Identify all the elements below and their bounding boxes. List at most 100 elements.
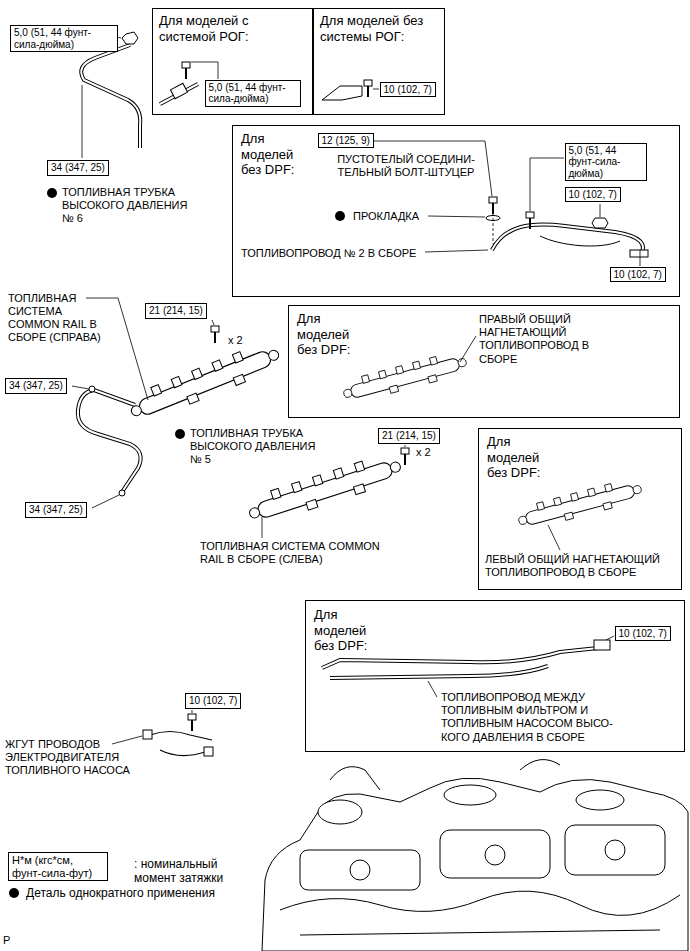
variant-panel: Для моделей без DPF:ЛЕВЫЙ ОБЩИЙ НАГНЕТАЮ… — [478, 428, 682, 590]
part-label: ТОПЛИВНАЯ ТРУБКА ВЫСОКОГО ДАВЛЕНИЯ № 5 — [190, 427, 320, 466]
legend-entry: Деталь однократного применения — [26, 886, 256, 900]
legend-entry: : номинальный момент затяжки — [134, 857, 252, 886]
drawing-part — [576, 790, 624, 810]
drawing-part — [170, 83, 187, 98]
drawing-part — [565, 825, 665, 875]
quantity-note: x 2 — [228, 334, 243, 347]
torque-box: 34 (347, 25) — [47, 160, 109, 176]
drawing-part — [330, 767, 380, 790]
torque-box: 10 (102, 7) — [610, 267, 666, 283]
drawing-part — [72, 386, 89, 389]
variant-panel: Для моделей без DPF:ТОПЛИВОПРОВОД МЕЖДУ … — [305, 600, 685, 752]
drawing-part — [526, 212, 534, 229]
drawing-part — [530, 158, 564, 211]
figure-code: P — [3, 934, 10, 947]
variant-heading: Для моделей без DPF: — [314, 607, 378, 654]
torque-value: 34 (347, 25) — [9, 380, 63, 392]
drawing-part — [211, 326, 219, 343]
drawing-part — [175, 429, 185, 439]
drawing-part — [520, 760, 560, 770]
torque-value: 34 (347, 25) — [29, 504, 83, 516]
drawing-part — [300, 850, 420, 890]
drawing-part — [460, 336, 476, 362]
torque-box: 10 (102, 7) — [615, 626, 671, 642]
torque-box: 34 (347, 25) — [5, 378, 67, 394]
drawing-part — [160, 84, 198, 104]
drawing-part — [82, 85, 83, 158]
drawing-part — [81, 45, 140, 148]
drawing-part — [428, 681, 437, 697]
drawing-part — [262, 778, 688, 951]
part-label: ТОПЛИВНАЯ СИСТЕМА COMMON RAIL В СБОРЕ (С… — [200, 540, 380, 566]
drawing-part — [182, 62, 190, 79]
torque-value: 5,0 (51, 44 фунт-сила-дюйма) — [569, 145, 643, 180]
torque-value: 5,0 (51, 44 фунт-сила-дюйма) — [14, 27, 114, 50]
drawing-part — [280, 891, 680, 915]
drawing-part — [606, 636, 614, 640]
part-label: ПРОКЛАДКА — [353, 210, 453, 223]
drawing-part — [318, 800, 362, 824]
variant-heading: Для моделей без DPF: — [487, 434, 551, 481]
torque-value: 5,0 (51, 44 фунт-сила-дюйма) — [209, 82, 297, 105]
drawing-part — [143, 730, 152, 739]
drawing-part — [600, 204, 601, 217]
part-label: ПРАВЫЙ ОБЩИЙ НАГНЕТАЮЩИЙ ТОПЛИВОПРОВОД В… — [479, 313, 624, 366]
engine — [262, 760, 688, 951]
drawing-part — [160, 84, 198, 104]
drawing-part — [78, 390, 141, 492]
drawing-part — [640, 250, 641, 266]
part-label: ЖГУТ ПРОВОДОВ ЭЛЕКТРОДВИГАТЕЛЯ ТОПЛИВНОГ… — [5, 738, 135, 777]
quantity-note: x 2 — [416, 446, 431, 459]
torque-value: 34 (347, 25) — [51, 162, 105, 174]
drawing-part — [119, 490, 125, 496]
variant-heading: Для моделей без DPF: — [241, 131, 305, 178]
torque-value: 10 (102, 7) — [189, 695, 237, 707]
legend-text: : номинальный момент затяжки — [134, 857, 223, 885]
variant-panel: Для моделей с системой РОГ:5,0 (51, 44 ф… — [152, 8, 313, 115]
drawing-part — [444, 785, 496, 805]
drawing-part — [122, 32, 138, 44]
torque-value: 21 (214, 15) — [382, 430, 436, 442]
variant-heading: Для моделей без системы РОГ: — [320, 13, 435, 44]
drawing-part — [89, 386, 95, 392]
drawing-part — [112, 736, 142, 744]
torque-value: 10 (102, 7) — [614, 269, 662, 281]
drawing-part — [245, 450, 405, 527]
drawing-part — [78, 390, 141, 492]
torque-box: 34 (347, 25) — [25, 502, 87, 518]
drawing-part — [350, 860, 370, 880]
drawing-part — [262, 517, 263, 538]
drawing-part — [212, 320, 214, 325]
drawing-part — [300, 930, 660, 935]
torque-value: 10 (102, 7) — [619, 628, 667, 640]
torque-value: 12 (125, 9) — [322, 135, 370, 147]
drawing-part — [330, 666, 548, 678]
torque-box: 12 (125, 9) — [318, 133, 374, 149]
drawing-part — [330, 666, 548, 678]
torque-box: 5,0 (51, 44 фунт-сила-дюйма) — [205, 80, 301, 107]
drawing-part — [92, 495, 119, 508]
drawing-part — [192, 710, 193, 713]
torque-value: 10 (102, 7) — [384, 84, 432, 96]
drawing-part — [401, 448, 409, 465]
torque-box: 5,0 (51, 44 фунт-сила-дюйма) — [565, 143, 647, 182]
drawing-part — [425, 250, 488, 252]
drawing-part — [47, 188, 57, 198]
torque-box: 10 (102, 7) — [565, 187, 621, 203]
drawing-part — [428, 216, 485, 217]
drawing-part — [489, 197, 497, 214]
drawing-part — [440, 830, 550, 878]
drawing-part — [540, 236, 620, 246]
drawing-part — [191, 62, 218, 79]
drawing-part — [594, 640, 610, 650]
drawing-part — [188, 714, 196, 731]
drawing-part — [150, 732, 212, 756]
drawing-part — [126, 339, 284, 426]
torque-value: 10 (102, 7) — [569, 189, 617, 201]
part-label: ТОПЛИВНАЯ СИСТЕМА COMMON RAIL В СБОРЕ (С… — [8, 292, 108, 344]
drawing-part — [335, 211, 345, 221]
torque-value: Н*м (кгс*см, фунт-сила-фут) — [12, 854, 104, 879]
drawing-part — [9, 888, 19, 898]
parts — [89, 32, 648, 756]
